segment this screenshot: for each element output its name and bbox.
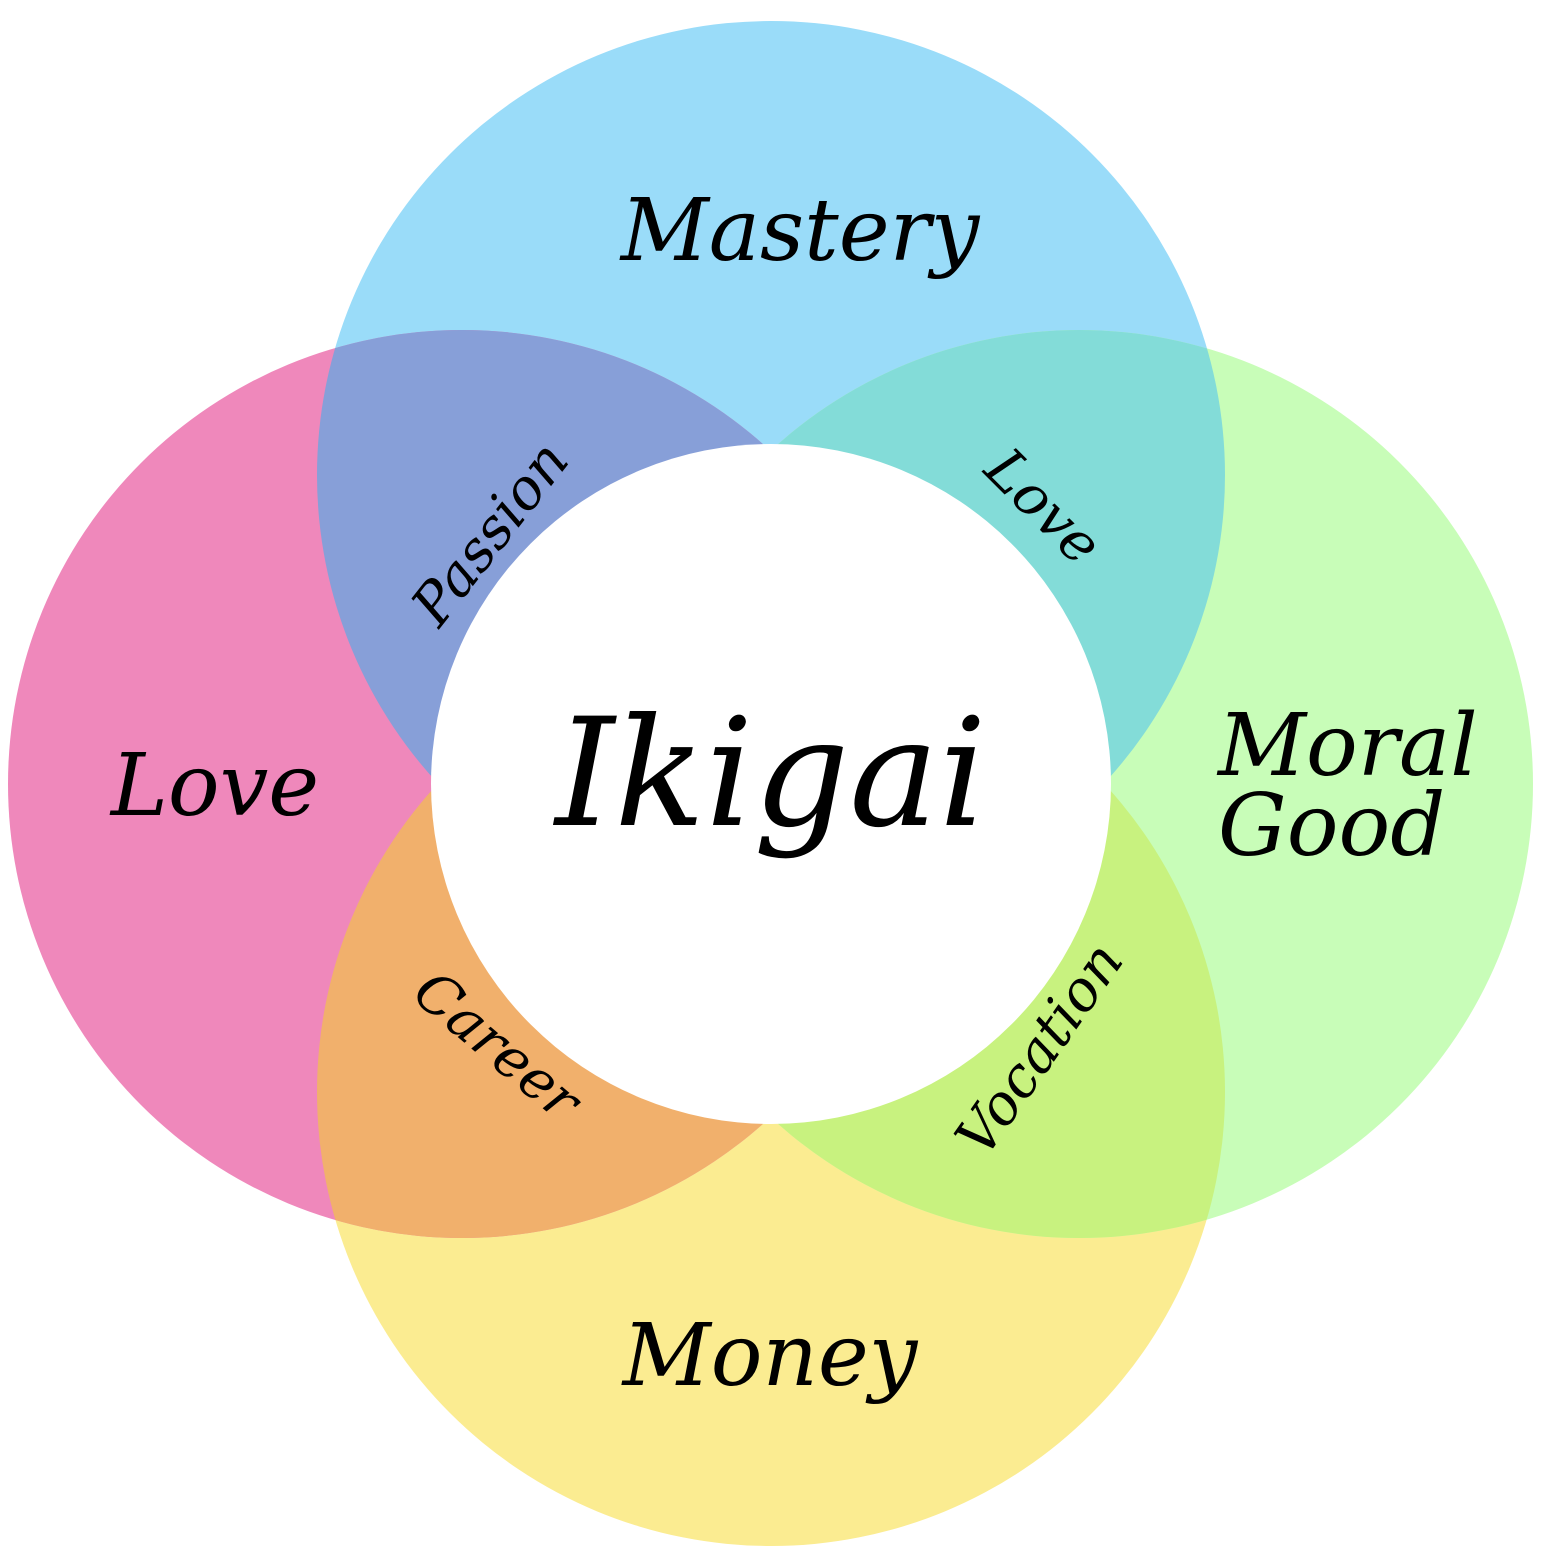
center-circle [431, 444, 1111, 1124]
label-money: Money [621, 1306, 919, 1406]
label-moral: Moral [1216, 696, 1478, 796]
label-ikigai: Ikigai [552, 687, 987, 861]
label-mastery: Mastery [619, 181, 981, 281]
label-love-left: Love [109, 736, 319, 836]
label-good: Good [1218, 776, 1445, 876]
